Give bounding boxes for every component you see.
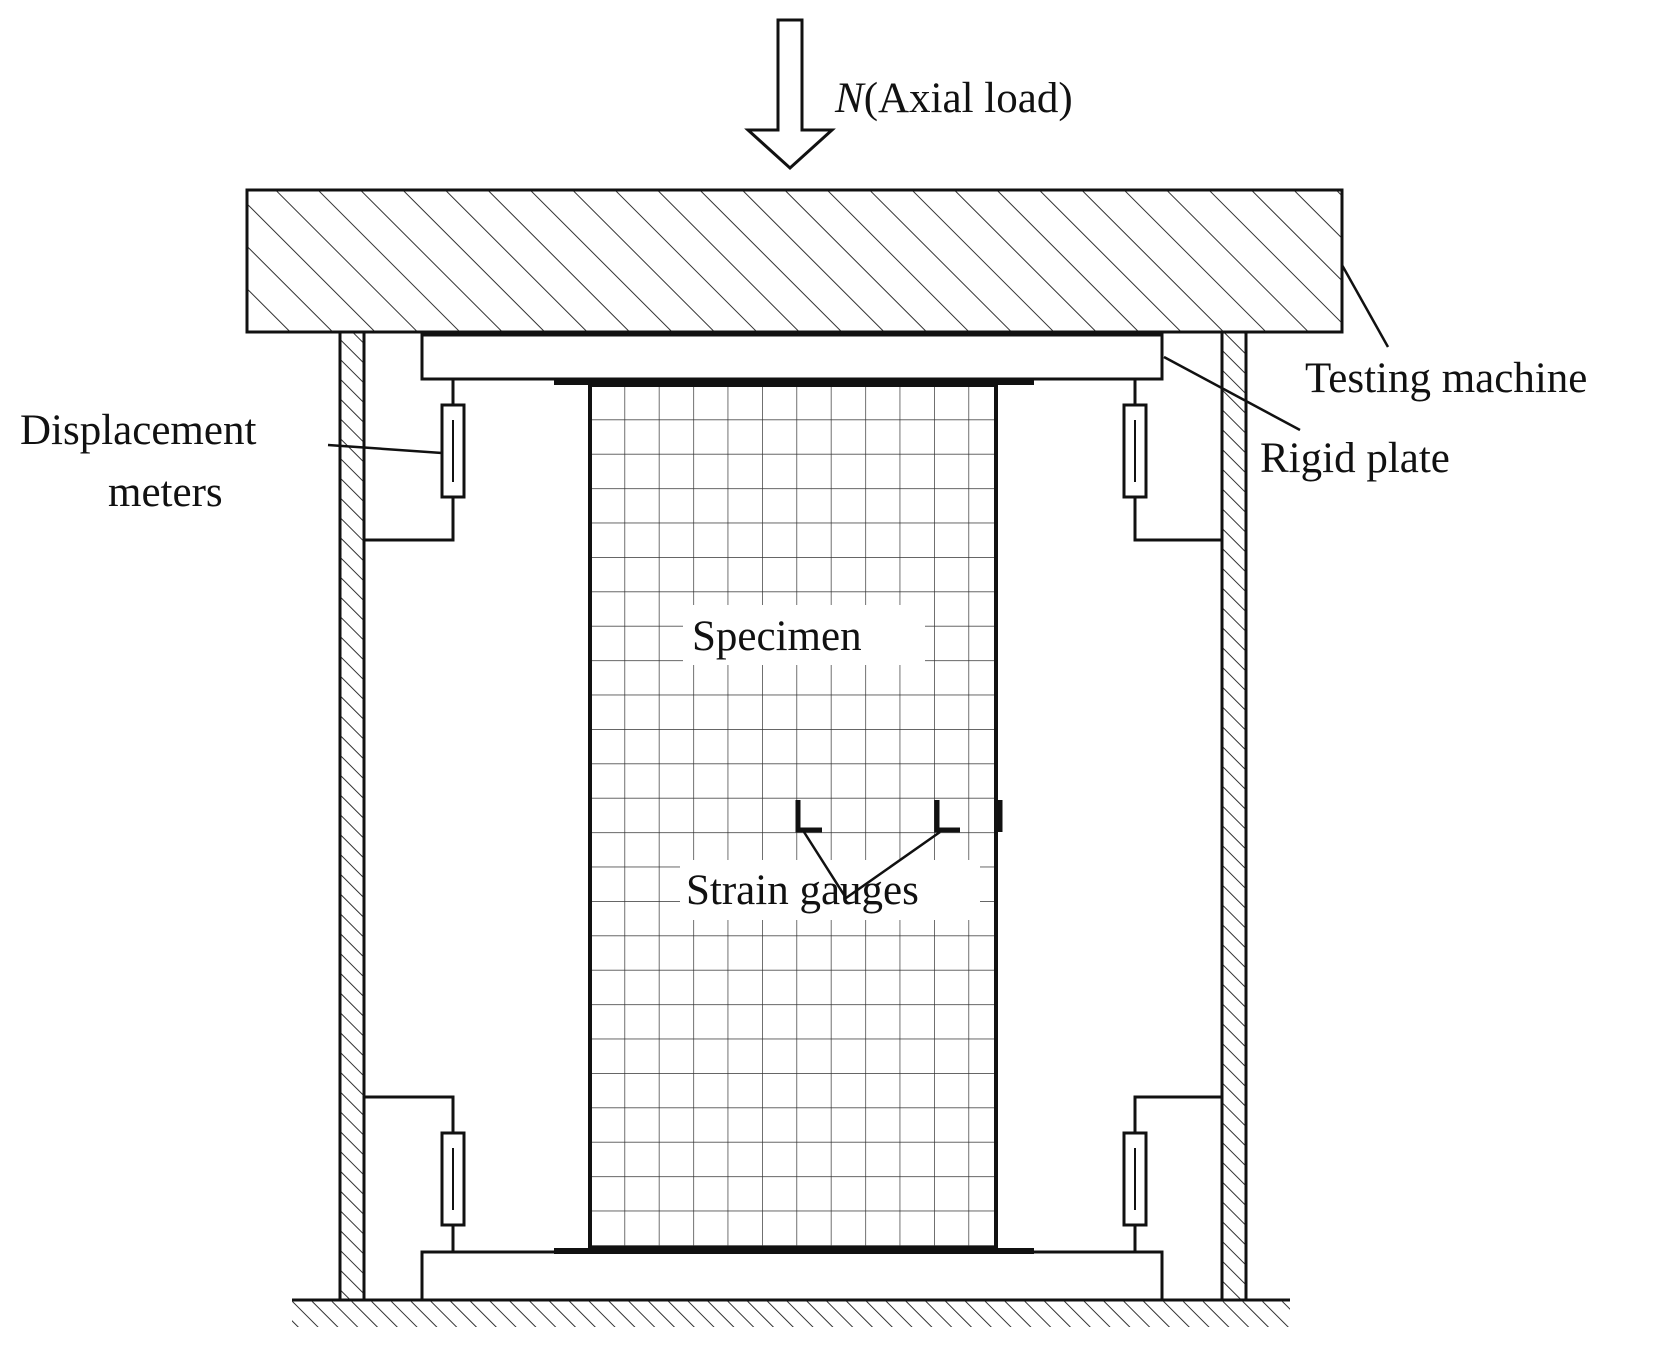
rigid-plate-label: Rigid plate	[1260, 435, 1450, 482]
strain-gauges-label-bg	[680, 860, 980, 920]
specimen-label: Specimen	[692, 613, 862, 660]
right-column	[1220, 330, 1248, 1302]
displacement-meter-bottom-left	[364, 1095, 466, 1252]
strain-gauge-1	[795, 800, 822, 833]
testing-machine-head	[245, 188, 1344, 334]
top-bearing-pad	[554, 379, 1034, 385]
top-rigid-plate	[420, 333, 1164, 381]
displacement-meter-top-left	[364, 379, 466, 542]
axial-load-label: N(Axial load)	[834, 75, 1073, 122]
left-column	[338, 330, 366, 1302]
axial-load-arrow	[744, 18, 836, 171]
ground-hatch	[292, 1301, 1290, 1327]
bottom-bearing-pad	[554, 1248, 1034, 1254]
testing-machine-label: Testing machine	[1305, 355, 1587, 402]
rigid-plate-leader	[1163, 355, 1301, 432]
displacement-meter-top-right	[1122, 379, 1222, 542]
displacement-meters-label-line1: Displacement	[20, 407, 256, 454]
bottom-rigid-plate	[420, 1250, 1164, 1302]
strain-gauges-leader	[802, 830, 941, 900]
strain-gauge-2	[934, 800, 960, 833]
axial-load-text: (Axial load)	[864, 75, 1073, 122]
testing-machine-leader	[1340, 264, 1390, 348]
axial-load-symbol: N	[834, 75, 866, 122]
displacement-meters-leader	[327, 443, 443, 455]
strain-gauges-label: Strain gauges	[686, 867, 919, 914]
specimen-label-bg	[683, 605, 925, 665]
displacement-meters-label-line2: meters	[108, 469, 223, 516]
displacement-meter-bottom-right	[1122, 1095, 1222, 1252]
